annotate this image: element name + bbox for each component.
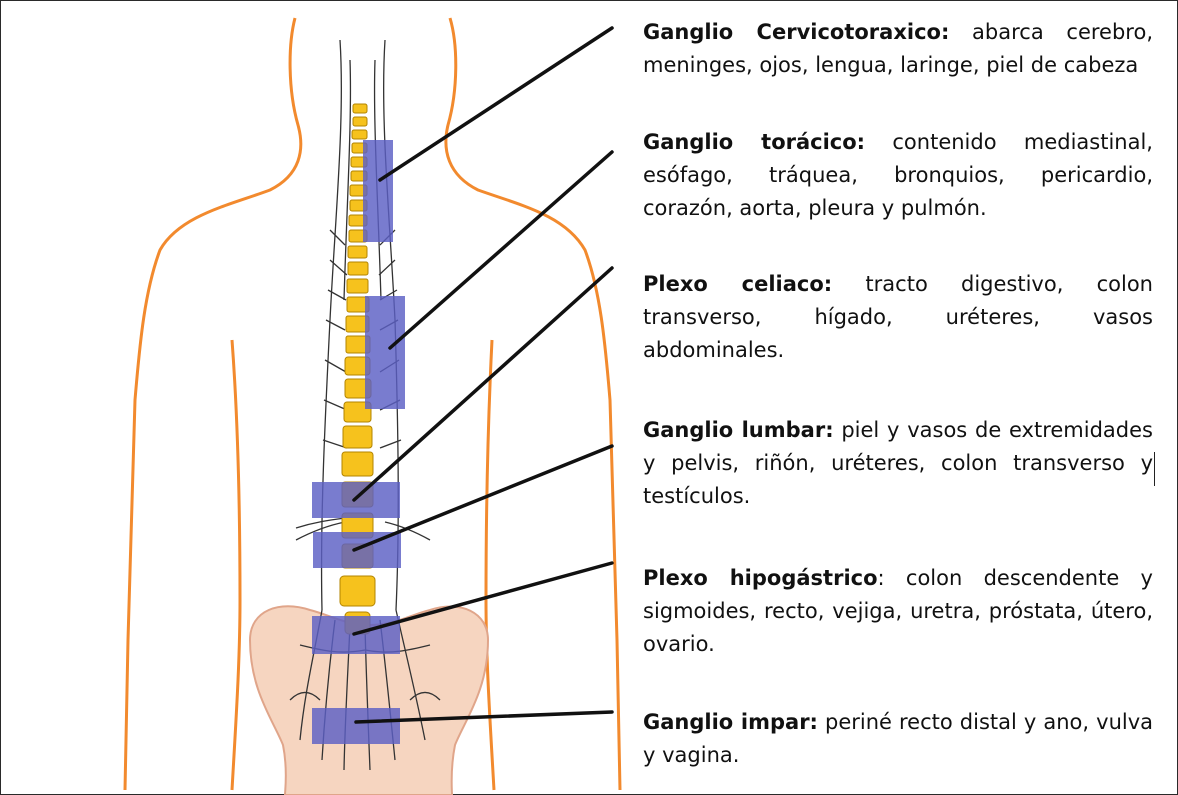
label-ganglio-lumbar: Ganglio lumbar: piel y vasos de extremid… — [643, 414, 1153, 513]
ganglion-cervicotoraxico-box — [363, 140, 393, 242]
text-cursor-mark — [1154, 452, 1155, 486]
label-title: Plexo celiaco: — [643, 272, 832, 296]
leader-cervicotoraxico — [380, 28, 612, 180]
label-title: Ganglio lumbar: — [643, 418, 834, 442]
label-plexo-celiaco: Plexo celiaco: tracto digestivo, colon t… — [643, 268, 1153, 367]
label-title: Ganglio Cervicotoraxico: — [643, 20, 949, 44]
label-ganglio-impar: Ganglio impar: periné recto distal y ano… — [643, 706, 1153, 772]
label-ganglio-cervicotoraxico: Ganglio Cervicotoraxico: abarca cerebro,… — [643, 16, 1153, 82]
label-title: Plexo hipogástrico — [643, 566, 878, 590]
inner-arm-left — [232, 340, 240, 790]
leader-toracico — [390, 152, 612, 348]
label-title: Ganglio impar: — [643, 710, 818, 734]
inner-arm-right — [486, 340, 494, 790]
label-title: Ganglio torácico: — [643, 130, 865, 154]
ganglion-toracico-box — [365, 296, 405, 409]
label-plexo-hipogastrico: Plexo hipogástrico: colon descendente y … — [643, 562, 1153, 661]
label-ganglio-toracico: Ganglio torácico: contenido mediastinal,… — [643, 126, 1153, 225]
ganglio-impar-box — [312, 708, 400, 744]
